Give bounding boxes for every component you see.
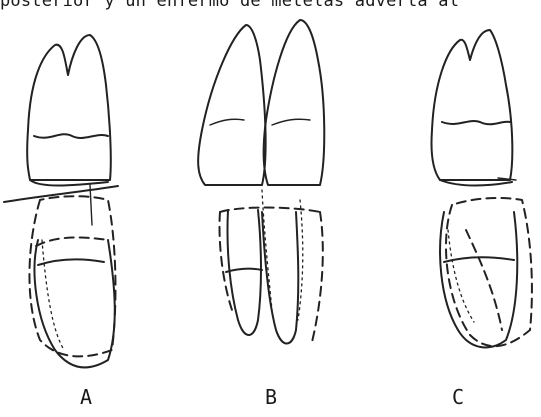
panel-a-lower-tooth-dashed — [29, 196, 115, 356]
panel-b-lower-crease — [226, 269, 262, 272]
panel-a-reference-line — [4, 186, 118, 202]
panel-a-upper-tooth-outline — [27, 35, 111, 180]
panel-a-lower-tooth-groove — [38, 259, 104, 265]
panel-a-drawing — [4, 35, 118, 367]
panel-a-dashed-inner — [36, 238, 108, 246]
panel-c-drawing — [431, 30, 531, 347]
panel-c-dashed-inner — [466, 230, 502, 330]
panel-c-dotted-edge — [448, 230, 474, 322]
panel-b-label: B — [265, 385, 277, 409]
panel-c-label: C — [452, 385, 464, 409]
panel-a-small-vertical — [90, 185, 92, 225]
panel-b-lower-dashed-top — [220, 208, 320, 213]
panel-b-lower-dashed-right — [312, 212, 323, 342]
panel-b-drawing — [198, 20, 324, 344]
panel-a-upper-tooth-groove — [34, 134, 108, 138]
panel-a-dotted-edge — [42, 240, 64, 350]
panel-b-lower-left-root — [227, 210, 261, 335]
panel-c-lower-tooth-outline — [440, 212, 517, 347]
panel-c-lower-tooth-dashed — [446, 198, 532, 346]
panel-b-lower-dashed-left — [220, 212, 233, 310]
panel-a-label: A — [80, 385, 92, 409]
panel-b-upper-left-tooth — [198, 25, 265, 185]
panel-b-lower-right-root — [262, 212, 298, 344]
panel-c-upper-tooth-groove — [442, 121, 510, 124]
panel-b-upper-right-tooth — [264, 20, 325, 185]
panel-b-upper-crease-right — [272, 119, 310, 125]
panel-c-upper-tooth-outline — [431, 30, 512, 180]
panel-b-upper-crease-left — [210, 119, 244, 125]
